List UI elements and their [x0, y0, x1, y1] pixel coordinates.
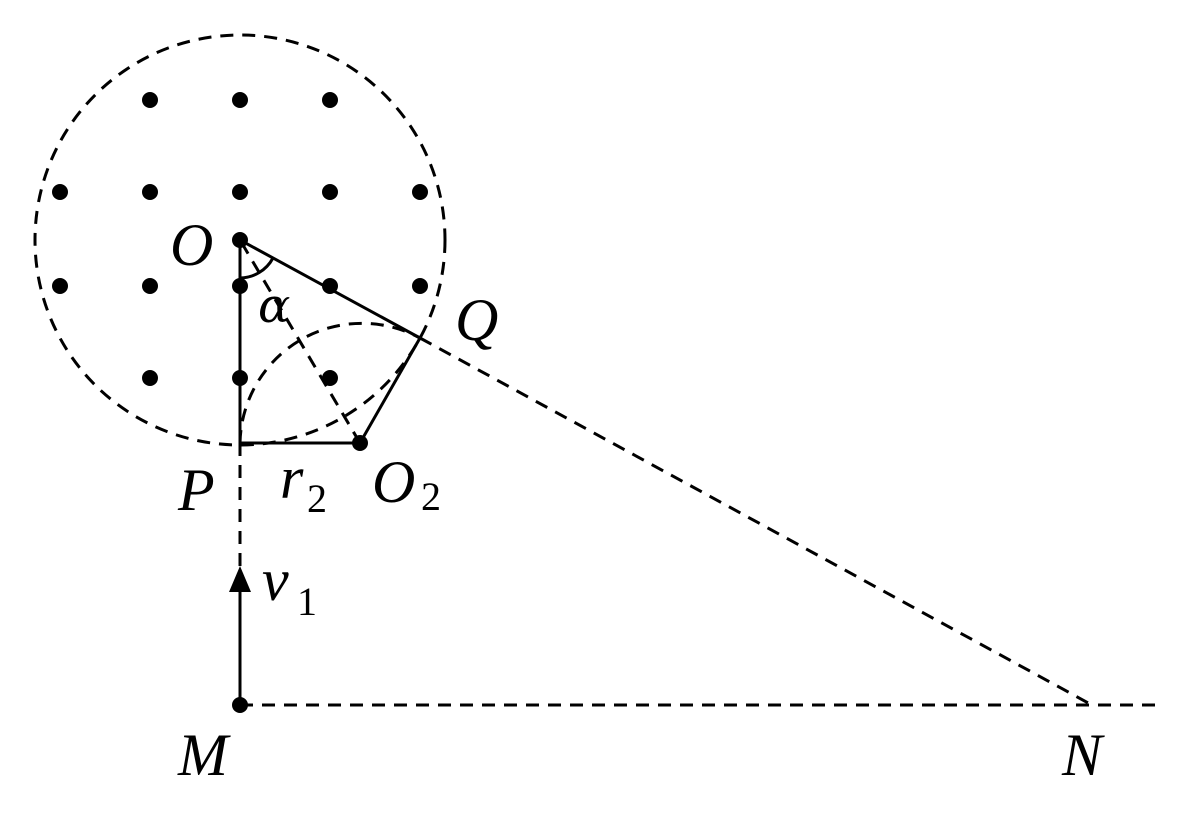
field-dot — [52, 184, 68, 200]
angle-alpha-arc — [239, 257, 275, 280]
label-alpha: α — [258, 278, 290, 334]
field-dot — [322, 370, 338, 386]
label-O2-sub: 2 — [421, 474, 441, 519]
label-Q: Q — [455, 287, 498, 353]
point-O-dot — [232, 232, 248, 248]
field-dot — [412, 278, 428, 294]
label-O: O — [170, 212, 213, 278]
field-dot — [142, 92, 158, 108]
label-M: M — [177, 722, 231, 788]
dashed-line-Q-N — [419, 336, 1093, 707]
label-v1-sub: 1 — [297, 579, 317, 624]
field-dot — [52, 278, 68, 294]
dashed-line-O2-O — [238, 239, 362, 444]
velocity-arrowhead — [229, 566, 251, 592]
label-N: N — [1061, 722, 1105, 788]
line-O2-Q — [358, 337, 422, 444]
field-dot — [232, 184, 248, 200]
field-dot — [412, 184, 428, 200]
field-dot — [322, 92, 338, 108]
field-region-circle — [33, 33, 447, 447]
field-dot — [232, 92, 248, 108]
field-dot — [142, 370, 158, 386]
label-r2-sub: 2 — [307, 476, 327, 521]
label-r2-main: r — [280, 445, 304, 511]
label-P: P — [177, 457, 215, 523]
field-dot — [142, 184, 158, 200]
field-dot — [322, 184, 338, 200]
label-O2-main: O — [372, 449, 415, 515]
point-M-dot — [232, 697, 248, 713]
field-dot — [142, 278, 158, 294]
label-v1-main: v — [262, 547, 289, 613]
line-O-Q — [239, 238, 421, 340]
point-O2-dot — [352, 435, 368, 451]
